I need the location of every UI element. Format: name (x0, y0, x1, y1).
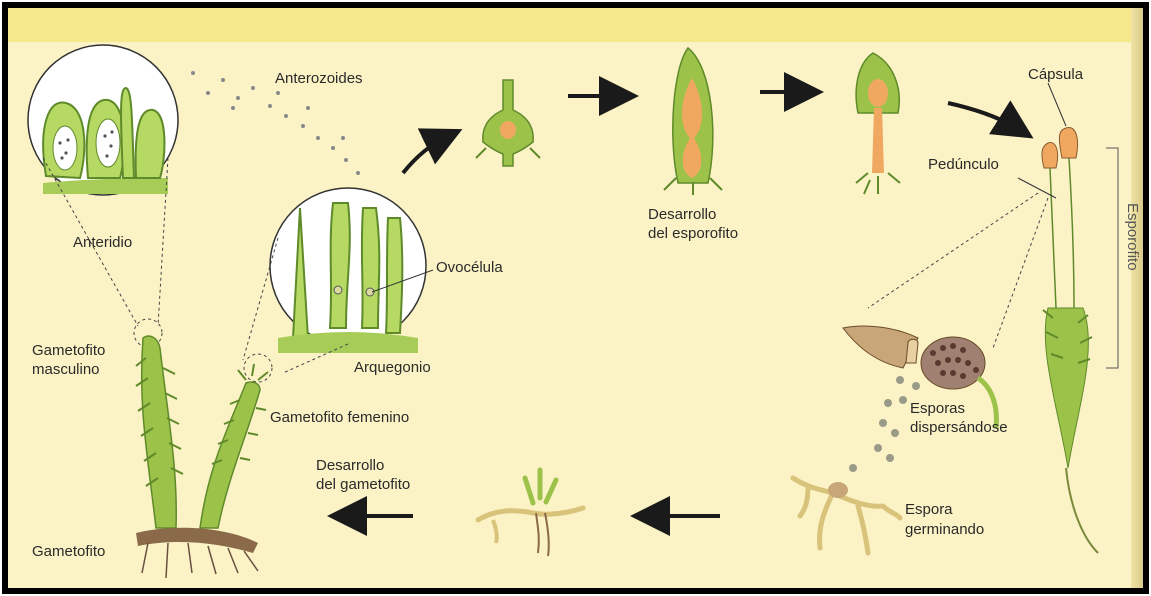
label-espora-germinando-2: germinando (905, 520, 984, 539)
esporofito-stage-3 (856, 53, 900, 194)
label-anteridio: Anteridio (73, 233, 132, 252)
gametofito-plants (136, 336, 268, 578)
moss-lifecycle-artwork (8, 8, 1143, 588)
label-anterozoides: Anterozoides (275, 69, 363, 88)
label-esporas-1: Esporas (910, 399, 965, 418)
label-desarrollo-esporofito-2: del esporofito (648, 224, 738, 243)
arquegonio-magnified (270, 188, 426, 353)
label-pedunculo: Pedúnculo (928, 155, 999, 174)
esporofito-stage-2 (664, 48, 722, 195)
label-gametofito-femenino: Gametofito femenino (270, 408, 409, 427)
label-esporas-2: dispersándose (910, 418, 1008, 437)
label-desarrollo-esporofito-1: Desarrollo (648, 205, 716, 224)
esporofito-stage-1 (476, 80, 540, 166)
label-capsula: Cápsula (1028, 65, 1083, 84)
label-espora-germinando-1: Espora (905, 500, 953, 519)
label-esporofito: Esporofito (1124, 203, 1141, 271)
esporofito-mature (1042, 128, 1098, 553)
label-ovocelula: Ovocélula (436, 258, 503, 277)
protonema-figure (478, 470, 583, 556)
label-arquegonio: Arquegonio (354, 358, 431, 377)
label-desarrollo-gametofito-1: Desarrollo (316, 456, 384, 475)
label-desarrollo-gametofito-2: del gametofito (316, 475, 410, 494)
label-gametofito-masculino-1: Gametofito (32, 341, 105, 360)
anteridio-magnified (28, 45, 178, 195)
label-gametofito-masculino-2: masculino (32, 360, 100, 379)
label-gametofito: Gametofito (32, 542, 105, 561)
